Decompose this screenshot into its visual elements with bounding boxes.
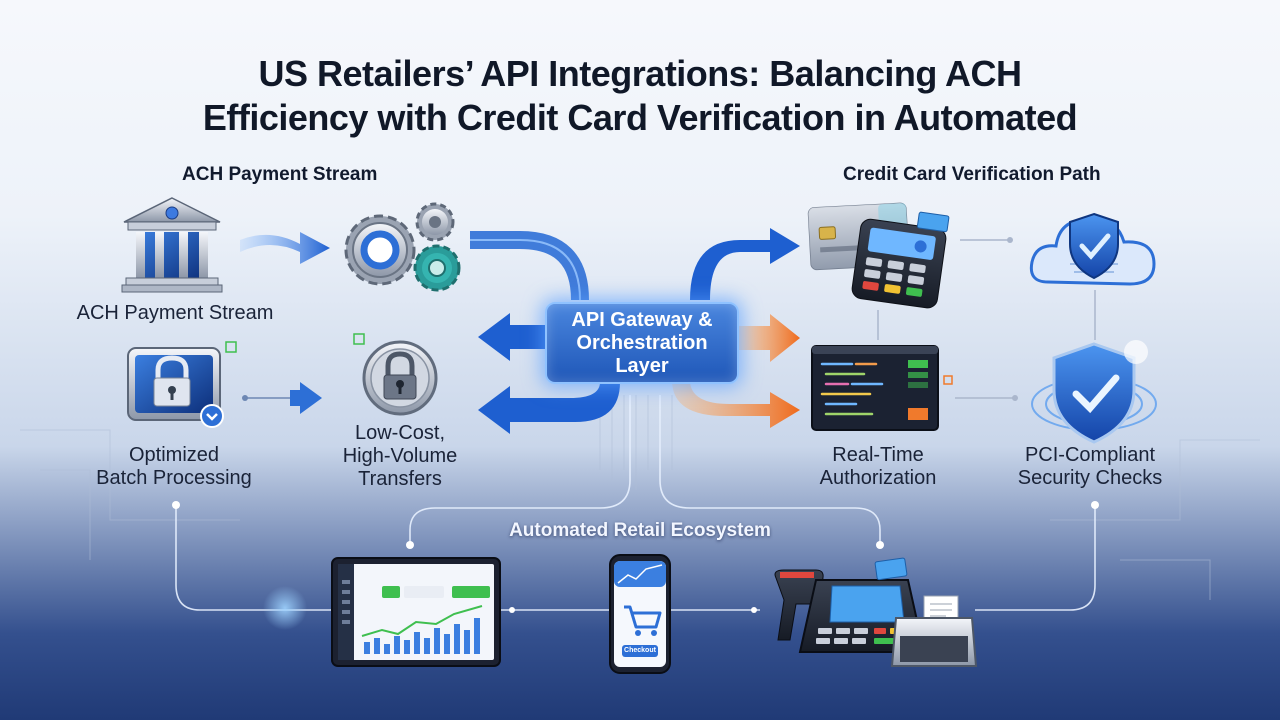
laptop-dashboard-icon: [331, 557, 501, 667]
card-section-header: Credit Card Verification Path: [843, 164, 1101, 185]
padlock-icon: [353, 333, 438, 416]
batch-connector-dot: [242, 395, 248, 401]
transfers-label-line-2: High-Volume: [342, 445, 458, 467]
connector-dots: [172, 501, 1099, 613]
cloud-shield-icon: [1029, 212, 1156, 286]
pos-terminal-icon: [798, 557, 926, 653]
api-gateway-box: API Gateway & Orchestration Layer: [545, 302, 739, 384]
code-screen-icon: [811, 345, 953, 431]
card-arrow-gateway-to-auth-orange: [672, 380, 800, 428]
gateway-label-line-2: Orchestration: [576, 331, 708, 354]
authorization-label: Real-Time Authorization: [778, 444, 978, 490]
card-connector-dots: [1007, 237, 1018, 401]
pci-label-line-2: Security Checks: [1017, 467, 1163, 489]
gears-icon: [344, 202, 461, 292]
ach-section-header: ACH Payment Stream: [182, 164, 378, 185]
gateway-arrow-left-lower: [478, 382, 620, 434]
batch-label: Optimized Batch Processing: [64, 444, 284, 490]
ach-arrow-bank-to-gears: [240, 232, 330, 264]
page-title-line-2: Efficiency with Credit Card Verification…: [202, 97, 1078, 138]
card-arrow-gateway-to-terminal-orange: [735, 314, 800, 362]
card-terminal-icon: [851, 211, 950, 309]
circuit-background: [20, 395, 1260, 600]
transfers-label-line-3: Transfers: [358, 468, 442, 490]
card-connectors: [877, 239, 1096, 399]
ecosystem-connectors: [175, 395, 1096, 611]
page-title: US Retailers’ API Integrations: Balancin…: [0, 52, 1280, 140]
batch-label-line-2: Batch Processing: [96, 467, 252, 489]
page-title-line-1: US Retailers’ API Integrations: Balancin…: [258, 53, 1023, 94]
shield-check-icon: [1031, 340, 1157, 444]
batch-label-line-1: Optimized: [128, 444, 220, 466]
gateway-arrow-left-upper: [478, 313, 545, 361]
barcode-scanner-icon: [774, 569, 824, 641]
gateway-label-line-1: API Gateway &: [571, 308, 713, 331]
bank-icon: [121, 197, 223, 293]
phone-checkout-button: Checkout: [624, 647, 656, 654]
pci-label: PCI-Compliant Security Checks: [990, 444, 1190, 490]
receipt-printer-icon: [890, 595, 978, 667]
authorization-label-line-2: Authorization: [819, 467, 937, 489]
transfers-label-line-1: Low-Cost,: [354, 422, 446, 444]
ecosystem-label: Automated Retail Ecosystem: [509, 520, 771, 541]
card-arrow-gateway-to-card: [690, 228, 800, 300]
pci-label-line-1: PCI-Compliant: [1024, 444, 1156, 466]
ach-flow-stripes: [470, 239, 581, 301]
ach-flow-to-gateway: [470, 231, 589, 301]
transfers-label: Low-Cost, High-Volume Transfers: [300, 422, 500, 491]
gateway-label-line-3: Layer: [615, 354, 669, 377]
glow-sparkle: [263, 586, 307, 630]
lock-tablet-icon: [127, 341, 237, 428]
bank-label: ACH Payment Stream: [76, 302, 274, 324]
authorization-label-line-1: Real-Time: [832, 444, 924, 466]
smartphone-cart-icon: [609, 554, 671, 674]
ach-arrow-batch-to-lock: [290, 382, 322, 414]
